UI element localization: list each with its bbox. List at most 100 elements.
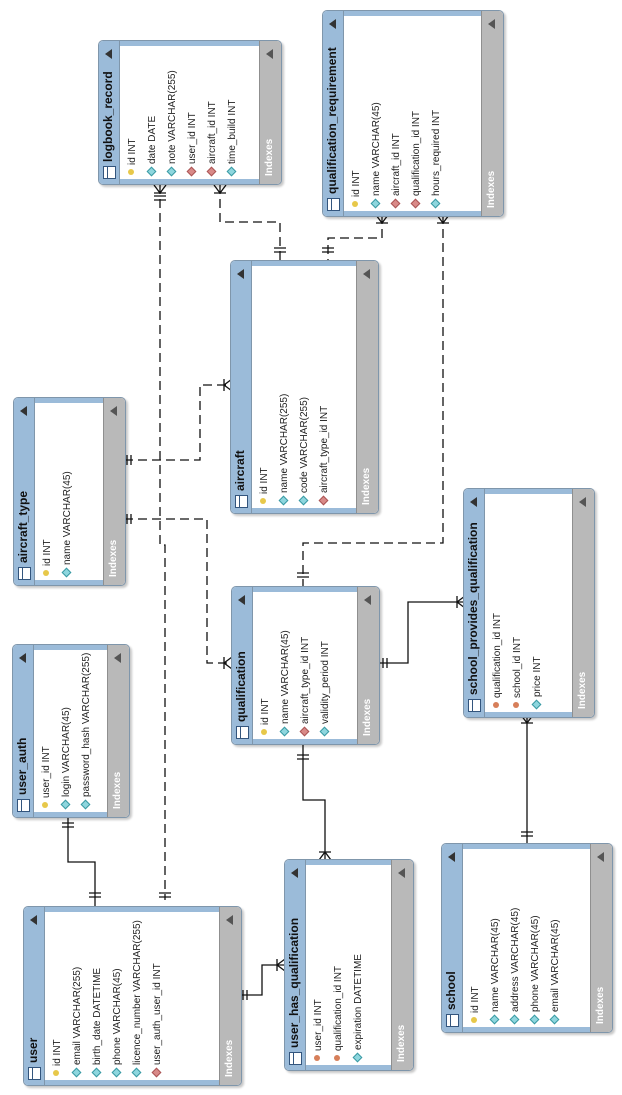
indexes-section[interactable]: Indexes — [356, 261, 378, 513]
column-row[interactable]: user_id INT — [184, 112, 202, 177]
column-row[interactable]: user_id INT — [310, 999, 328, 1061]
table-header[interactable]: aircraft — [231, 261, 252, 513]
column-row[interactable]: name VARCHAR(45) — [277, 630, 295, 737]
indexes-section[interactable]: Indexes — [357, 587, 379, 744]
table-icon — [446, 1014, 459, 1027]
expand-icon[interactable] — [579, 497, 586, 507]
column-row[interactable]: qualification_id INT — [330, 966, 348, 1061]
table-header[interactable]: logbook_record — [99, 41, 120, 184]
column-row[interactable]: login VARCHAR(45) — [58, 707, 76, 810]
column-row[interactable]: name VARCHAR(45) — [59, 471, 77, 578]
collapse-icon[interactable] — [19, 653, 26, 663]
column-row[interactable]: email VARCHAR(255) — [69, 966, 87, 1078]
column-row[interactable]: id INT — [257, 698, 275, 735]
collapse-icon[interactable] — [291, 868, 298, 878]
column-row[interactable]: aircraft_id INT — [204, 101, 222, 177]
column-row[interactable]: aircraft_type_id INT — [316, 406, 334, 506]
column-row[interactable]: aircraft_id INT — [388, 133, 406, 209]
column-row[interactable]: price INT — [529, 656, 547, 710]
column-row[interactable]: id INT — [256, 467, 274, 504]
column-row[interactable]: user_id INT — [38, 746, 56, 808]
column-row[interactable]: licence_number VARCHAR(255) — [129, 920, 147, 1078]
column-label: name VARCHAR(45) — [490, 918, 501, 1012]
expand-icon[interactable] — [114, 653, 121, 663]
indexes-section[interactable]: Indexes — [572, 489, 594, 717]
indexes-section[interactable]: Indexes — [481, 11, 503, 216]
table-header[interactable]: qualification_requirement — [323, 11, 344, 216]
column-row[interactable]: time_build INT — [224, 100, 242, 177]
primary-key-icon — [53, 1070, 60, 1076]
collapse-icon[interactable] — [105, 49, 112, 59]
table-header[interactable]: qualification — [232, 587, 253, 744]
expand-icon[interactable] — [363, 269, 370, 279]
column-row[interactable]: address VARCHAR(45) — [507, 908, 525, 1025]
column-row[interactable]: hours_required INT — [428, 110, 446, 209]
expand-icon[interactable] — [266, 49, 273, 59]
column-row[interactable]: birth_date DATETIME — [89, 968, 107, 1078]
column-row[interactable]: validity_period INT — [317, 641, 335, 737]
indexes-section[interactable]: Indexes — [259, 41, 281, 184]
expand-icon[interactable] — [597, 852, 604, 862]
column-label: price INT — [532, 656, 543, 697]
column-row[interactable]: name VARCHAR(45) — [368, 102, 386, 209]
collapse-icon[interactable] — [30, 915, 37, 925]
column-row[interactable]: name VARCHAR(255) — [276, 394, 294, 506]
link-atype-qualification — [124, 518, 232, 664]
column-row[interactable]: aircraft_type_id INT — [297, 637, 315, 737]
column-row[interactable]: name VARCHAR(45) — [487, 918, 505, 1025]
indexes-label: Indexes — [396, 1024, 407, 1062]
column-row[interactable]: email VARCHAR(45) — [547, 919, 565, 1025]
column-label: id INT — [127, 138, 138, 165]
column-row[interactable]: user_auth_user_id INT — [149, 963, 167, 1078]
column-row[interactable]: id INT — [49, 1039, 67, 1076]
collapse-icon[interactable] — [237, 269, 244, 279]
indexes-section[interactable]: Indexes — [391, 860, 413, 1070]
column-row[interactable]: qualification_id INT — [408, 111, 426, 209]
column-row[interactable]: id INT — [467, 986, 485, 1023]
collapse-icon[interactable] — [20, 406, 27, 416]
expand-icon[interactable] — [398, 868, 405, 878]
table-header[interactable]: user_has_qualification — [285, 860, 306, 1070]
column-row[interactable]: phone VARCHAR(45) — [527, 915, 545, 1025]
column-row[interactable]: date DATE — [144, 116, 162, 177]
collapse-icon[interactable] — [329, 19, 336, 29]
column-label: email VARCHAR(255) — [72, 966, 83, 1065]
expand-icon[interactable] — [226, 915, 233, 925]
table-header[interactable]: aircraft_type — [14, 398, 35, 585]
column-row[interactable]: expiration DATETIME — [350, 954, 368, 1063]
expand-icon[interactable] — [364, 595, 371, 605]
table-header[interactable]: school — [442, 844, 463, 1032]
collapse-icon[interactable] — [470, 497, 477, 507]
indexes-section[interactable]: Indexes — [107, 645, 129, 817]
column-row[interactable]: id INT — [124, 138, 142, 175]
expand-icon[interactable] — [110, 406, 117, 416]
column-row[interactable]: school_id INT — [509, 637, 527, 708]
column-row[interactable]: qualification_id INT — [489, 613, 507, 708]
column-row[interactable]: id INT — [348, 170, 366, 207]
column-row[interactable]: phone VARCHAR(45) — [109, 968, 127, 1078]
indexes-section[interactable]: Indexes — [590, 844, 612, 1032]
collapse-icon[interactable] — [238, 595, 245, 605]
column-row[interactable]: password_hash VARCHAR(255) — [78, 653, 96, 810]
column-row[interactable]: note VARCHAR(255) — [164, 70, 182, 177]
indexes-section[interactable]: Indexes — [219, 907, 241, 1085]
indexes-label: Indexes — [361, 467, 372, 505]
indexes-section[interactable]: Indexes — [103, 398, 125, 585]
expand-icon[interactable] — [488, 19, 495, 29]
table-header[interactable]: school_provides_qualification — [464, 489, 485, 717]
collapse-icon[interactable] — [448, 852, 455, 862]
table-header[interactable]: user — [24, 907, 45, 1085]
column-row[interactable]: code VARCHAR(255) — [296, 397, 314, 506]
column-row[interactable]: id INT — [39, 539, 57, 576]
table-header[interactable]: user_auth — [13, 645, 34, 817]
